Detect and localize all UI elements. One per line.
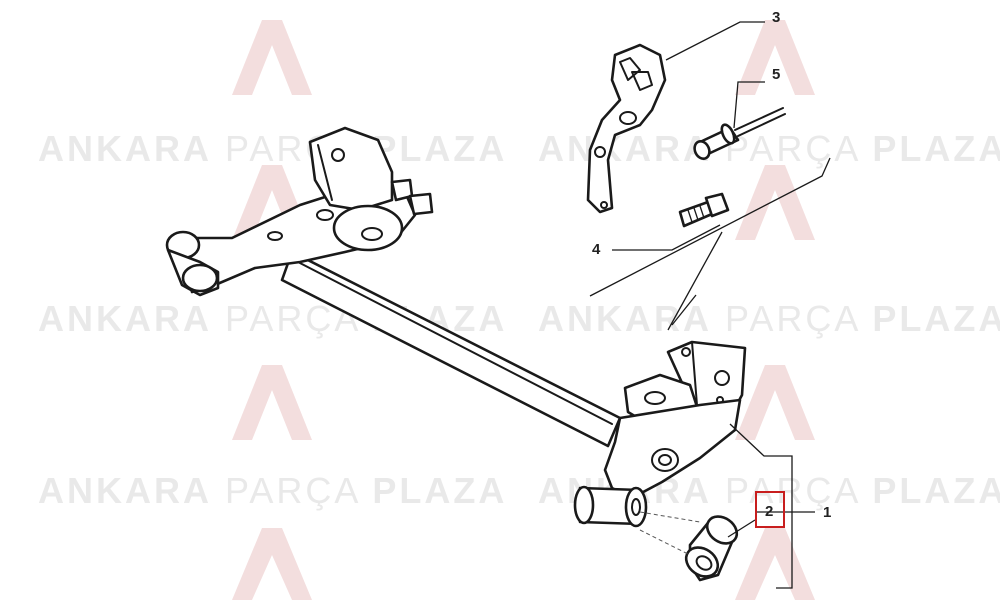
watermark-logo <box>232 20 815 600</box>
watermark-layer: ANKARA PARÇA PLAZA ANKARA PARÇA PLAZA AN… <box>38 20 1000 600</box>
watermark-text: ANKARA PARÇA PLAZA <box>538 128 1000 169</box>
watermark-text: ANKARA PARÇA PLAZA <box>38 298 507 339</box>
bolt-part-4 <box>678 192 730 228</box>
callout-labels: 3 5 4 1 2 <box>592 9 831 528</box>
callout-1: 1 <box>823 504 831 521</box>
callout-4: 4 <box>592 241 601 258</box>
leader-lines <box>589 21 831 589</box>
callout-3: 3 <box>772 9 780 26</box>
bushing-part-2 <box>639 511 739 582</box>
callout-5: 5 <box>772 66 780 83</box>
rivet-part-5 <box>693 107 786 160</box>
highlight-box <box>755 491 785 528</box>
watermark-text: ANKARA PARÇA PLAZA <box>38 470 507 511</box>
callout-2: 2 <box>765 503 773 520</box>
watermark-text: ANKARA PARÇA PLAZA <box>38 128 507 169</box>
bracket-part-3 <box>586 43 667 214</box>
watermark-text: ANKARA PARÇA PLAZA <box>538 298 1000 339</box>
rear-axle-beam <box>165 126 747 528</box>
